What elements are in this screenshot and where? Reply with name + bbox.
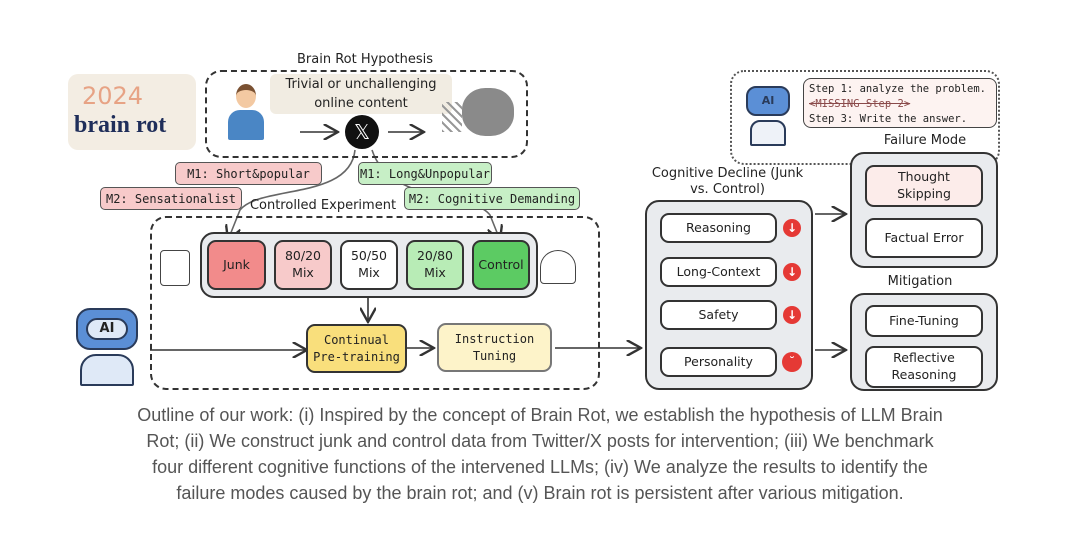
failure-factual-error: Factual Error <box>865 218 983 258</box>
confused-robot-icon: AI <box>744 82 794 148</box>
continual-pretraining-step: Continual Pre-training <box>306 324 407 373</box>
mix-80-20: 80/20 Mix <box>274 240 332 290</box>
junk-criterion-m2: M2: Sensationalist <box>100 187 242 210</box>
decline-safety: Safety <box>660 300 777 330</box>
ai-robot-icon: AI <box>68 300 146 386</box>
logo-year: 2024 <box>82 82 144 110</box>
mix-control: Control <box>472 240 530 290</box>
brain-rot-logo: 2024 brain rot <box>68 74 196 150</box>
logo-text: brain rot <box>74 112 167 138</box>
x-logo-icon: 𝕏 <box>345 115 379 149</box>
bubble-missing-step: <MISSING Step 2> <box>809 98 911 110</box>
junk-criterion-m1: M1: Short&popular <box>175 162 322 185</box>
decline-long-context: Long-Context <box>660 257 777 287</box>
devil-face-icon: ˘ <box>782 352 802 372</box>
caption-line-1: Outline of our work: (i) Inspired by the… <box>137 405 943 425</box>
hypothesis-box <box>205 70 528 158</box>
mitigation-reflective-reasoning: Reflective Reasoning <box>865 346 983 388</box>
decline-reasoning: Reasoning <box>660 213 777 243</box>
control-criterion-m1: M1: Long&Unpopular <box>358 162 492 185</box>
experiment-box <box>150 216 600 390</box>
decline-title: Cognitive Decline (Junk vs. Control) <box>651 166 804 197</box>
instruction-tuning-step: Instruction Tuning <box>437 323 552 372</box>
content-label: Trivial or unchallenging online content <box>270 74 452 114</box>
failure-thought-skipping: Thought Skipping <box>865 165 983 207</box>
social-feed-icon <box>160 250 190 286</box>
mitigation-fine-tuning: Fine-Tuning <box>865 305 983 337</box>
failure-title: Failure Mode <box>883 133 967 148</box>
mix-junk: Junk <box>207 240 266 290</box>
experiment-title: Controlled Experiment <box>249 198 397 213</box>
mitigation-title: Mitigation <box>887 274 953 289</box>
caption-line-2: Rot; (ii) We construct junk and control … <box>146 431 934 451</box>
caption-line-4: failure modes caused by the brain rot; a… <box>176 483 904 503</box>
arrow-to-junk <box>228 149 356 240</box>
bubble-step-1: Step 1: analyze the problem. <box>809 83 987 95</box>
mix-20-80: 20/80 Mix <box>406 240 464 290</box>
reasoning-bubble: Step 1: analyze the problem. <MISSING St… <box>803 78 997 128</box>
user-icon <box>228 84 264 142</box>
hypothesis-title: Brain Rot Hypothesis <box>296 52 433 67</box>
down-arrow-icon: ↓ <box>783 263 801 281</box>
down-arrow-icon: ↓ <box>783 306 801 324</box>
brain-book-icon <box>540 250 576 284</box>
bubble-step-3: Step 3: Write the answer. <box>809 113 968 125</box>
caption-line-3: four different cognitive functions of th… <box>152 457 928 477</box>
mix-50-50: 50/50 Mix <box>340 240 398 290</box>
down-arrow-icon: ↓ <box>783 219 801 237</box>
decaying-brain-icon <box>440 82 518 148</box>
decline-personality: Personality <box>660 347 777 377</box>
control-criterion-m2: M2: Cognitive Demanding <box>404 187 580 210</box>
